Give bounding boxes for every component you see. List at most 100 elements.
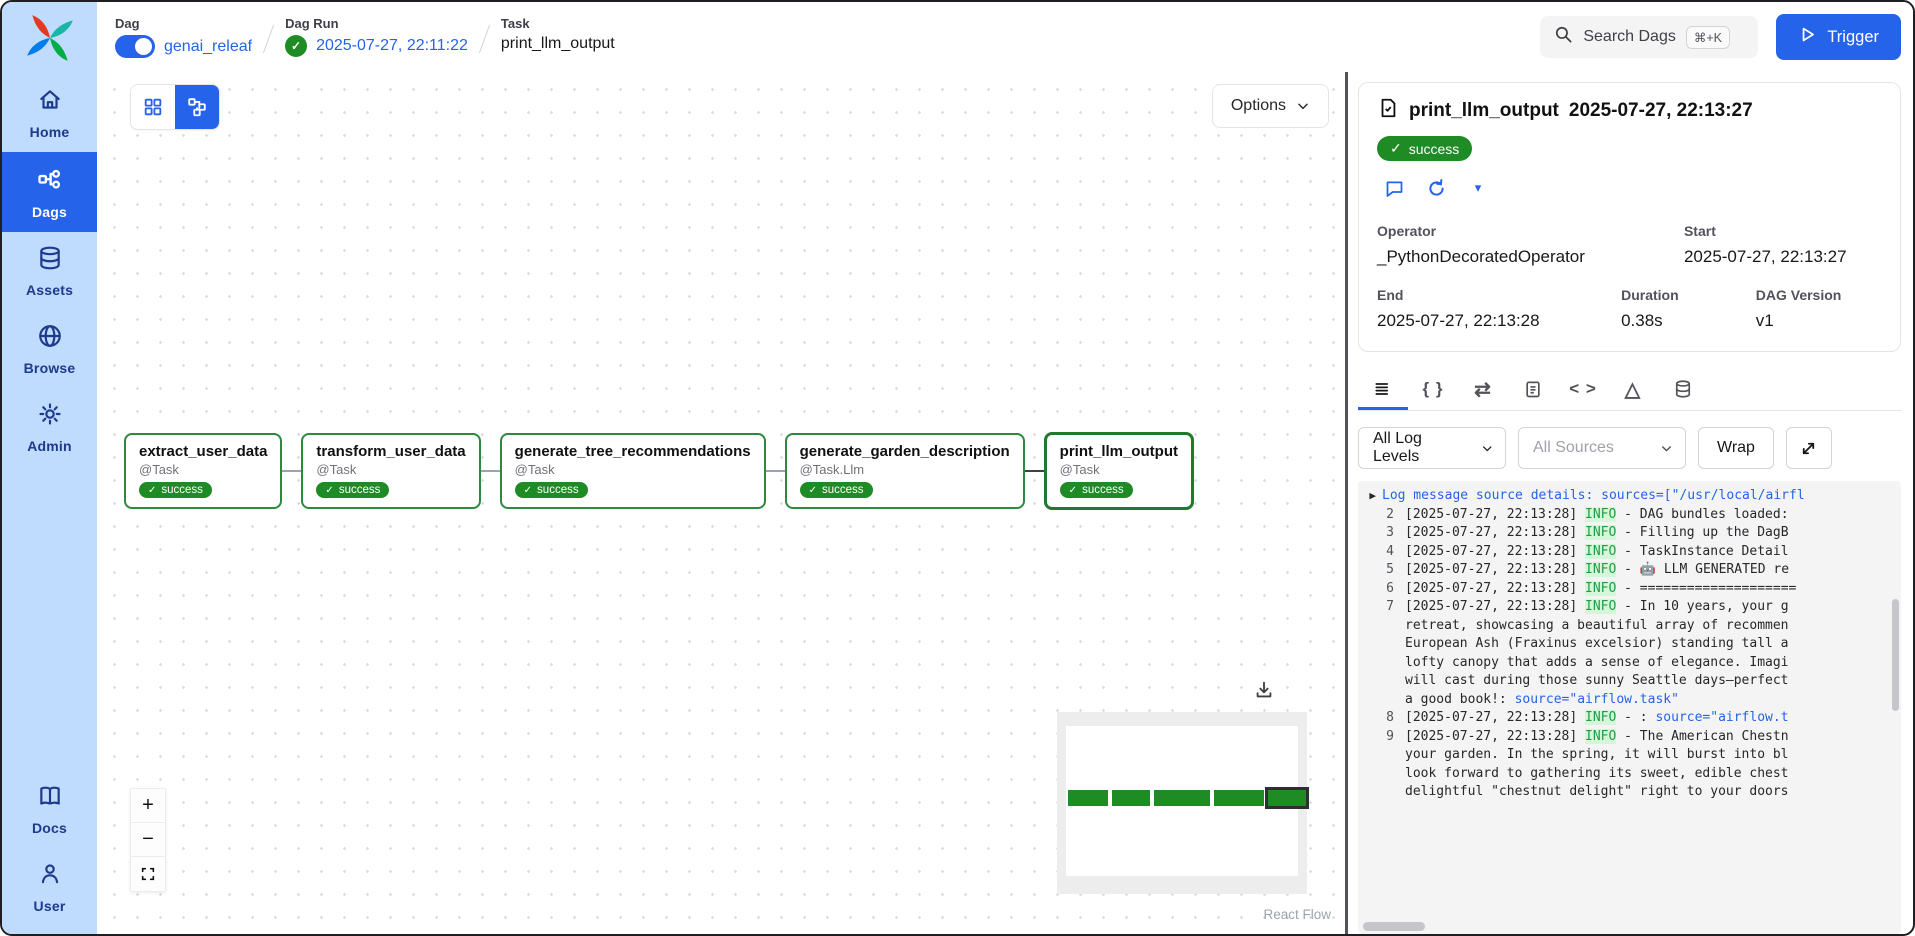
sidebar-item-admin[interactable]: Admin xyxy=(2,388,97,466)
log-line: look forward to gathering its sweet, edi… xyxy=(1364,765,1891,784)
log-sources-select[interactable]: All Sources xyxy=(1518,427,1686,469)
dag-graph-icon xyxy=(36,165,64,198)
task-node-generate_garden_description[interactable]: generate_garden_description@Task.Llm✓suc… xyxy=(784,433,1025,509)
main-column: Dag genai_releaf Dag Run ✓ 2025-07-27, 2… xyxy=(97,2,1913,934)
react-flow-attribution: React Flow xyxy=(1263,907,1331,922)
top-bar: Dag genai_releaf Dag Run ✓ 2025-07-27, 2… xyxy=(97,2,1913,72)
sidebar-item-label: Admin xyxy=(27,438,72,454)
search-dags-input[interactable]: Search Dags ⌘+K xyxy=(1540,16,1759,58)
sidebar: Home Dags Assets Browse Admin xyxy=(2,2,97,934)
breadcrumb-separator xyxy=(262,24,275,54)
log-line-number xyxy=(1364,617,1394,636)
tab-rendered-templates[interactable]: ⇄ xyxy=(1458,368,1508,410)
log-line: 6[2025-07-27, 22:13:28] INFO - =========… xyxy=(1364,580,1891,599)
graph-minimap[interactable] xyxy=(1057,712,1309,894)
zoom-out-button[interactable]: − xyxy=(131,823,165,857)
log-line-number: 5 xyxy=(1386,562,1394,577)
log-line-number: 9 xyxy=(1386,728,1394,744)
search-icon xyxy=(1554,25,1573,49)
log-line: 4[2025-07-27, 22:13:28] INFO - TaskInsta… xyxy=(1364,543,1891,562)
add-note-button[interactable] xyxy=(1377,173,1411,203)
log-line: European Ash (Fraxinus excelsior) standi… xyxy=(1364,635,1891,654)
zoom-in-button[interactable]: + xyxy=(131,789,165,823)
download-graph-button[interactable] xyxy=(1253,679,1275,704)
task-actions: ▾ xyxy=(1377,173,1882,203)
sidebar-item-dags[interactable]: Dags xyxy=(2,152,97,232)
fit-view-button[interactable] xyxy=(131,857,165,891)
start-field: Start 2025-07-27, 22:13:27 xyxy=(1683,223,1847,266)
grid-view-button[interactable] xyxy=(131,85,175,129)
graph-view-button[interactable] xyxy=(175,85,219,129)
log-line-number: 7 xyxy=(1386,599,1394,614)
minimap-node-bar xyxy=(1265,787,1309,809)
home-icon xyxy=(37,87,63,118)
dag-graph-canvas[interactable]: Options extract_user_data @Task ✓success tr… xyxy=(97,72,1345,934)
tab-xcom[interactable]: { } xyxy=(1408,368,1458,410)
check-icon: ✓ xyxy=(1390,140,1402,156)
dag-pause-toggle[interactable] xyxy=(115,35,155,58)
sidebar-item-home[interactable]: Home xyxy=(2,74,97,152)
sidebar-item-label: Browse xyxy=(23,360,76,376)
log-line-number: 8 xyxy=(1386,710,1394,725)
task-node-print_llm_output[interactable]: print_llm_output@Task✓success xyxy=(1043,432,1194,510)
log-line: 2[2025-07-27, 22:13:28] INFO - DAG bundl… xyxy=(1364,506,1891,525)
task-node-title: extract_user_data xyxy=(139,443,268,460)
trigger-button[interactable]: Trigger xyxy=(1776,14,1901,60)
log-line: 3[2025-07-27, 22:13:28] INFO - Filling u… xyxy=(1364,524,1891,543)
log-line: lofty canopy that adds a sense of elegan… xyxy=(1364,654,1891,673)
log-panel[interactable]: ▶Log message source details: sources=["/… xyxy=(1358,481,1901,934)
user-icon xyxy=(37,861,63,892)
download-icon xyxy=(1256,681,1272,698)
log-line-number: 3 xyxy=(1386,525,1394,540)
sidebar-item-browse[interactable]: Browse xyxy=(2,310,97,388)
expand-log-button[interactable] xyxy=(1785,427,1832,469)
log-line: 8[2025-07-27, 22:13:28] INFO - : source=… xyxy=(1364,709,1891,728)
expand-diagonal-icon xyxy=(1803,442,1815,454)
task-node-decorator: @Task xyxy=(139,462,179,477)
log-line-number xyxy=(1364,654,1394,673)
log-line-number xyxy=(1364,765,1394,784)
sidebar-item-assets[interactable]: Assets xyxy=(2,232,97,310)
log-line-number xyxy=(1364,691,1394,710)
minimap-node-bar xyxy=(1112,790,1150,806)
sidebar-item-docs[interactable]: Docs xyxy=(2,770,97,848)
tab-warnings[interactable]: △ xyxy=(1608,368,1658,410)
warning-triangle-icon: △ xyxy=(1624,378,1642,401)
more-actions-dropdown[interactable]: ▾ xyxy=(1461,173,1495,203)
task-node-decorator: @Task xyxy=(514,462,555,477)
task-node-transform_user_data[interactable]: transform_user_data@Task✓success xyxy=(301,433,481,509)
sidebar-item-label: Assets xyxy=(25,282,74,298)
log-line: 9[2025-07-27, 22:13:28] INFO - The Ameri… xyxy=(1364,728,1891,747)
task-node-title: print_llm_output xyxy=(1059,443,1178,460)
log-collapse-arrow[interactable]: ▶ xyxy=(1369,489,1376,502)
tab-logs[interactable] xyxy=(1358,368,1408,410)
wrap-toggle-button[interactable]: Wrap xyxy=(1698,427,1774,469)
log-line: 7[2025-07-27, 22:13:28] INFO - In 10 yea… xyxy=(1364,598,1891,617)
breadcrumb-dag-link[interactable]: genai_releaf xyxy=(164,37,253,55)
task-node-extract_user_data[interactable]: extract_user_data@Task✓success xyxy=(124,433,283,509)
braces-icon: { } xyxy=(1422,379,1444,398)
log-line: will cast during those sunny Seattle day… xyxy=(1364,672,1891,691)
tab-events[interactable] xyxy=(1508,368,1558,410)
breadcrumb-task-value: print_llm_output xyxy=(500,35,615,52)
sidebar-item-label: Home xyxy=(29,124,70,140)
log-line-number: 4 xyxy=(1386,543,1394,559)
log-line-number xyxy=(1364,635,1394,654)
log-horizontal-scrollbar[interactable] xyxy=(1363,922,1425,931)
options-dropdown[interactable]: Options xyxy=(1211,84,1329,128)
clear-task-button[interactable] xyxy=(1419,173,1453,203)
tab-code[interactable]: < > xyxy=(1558,368,1608,410)
log-vertical-scrollbar[interactable] xyxy=(1892,599,1899,711)
airflow-logo[interactable] xyxy=(2,2,97,74)
task-doc-check-icon xyxy=(1377,97,1399,124)
breadcrumb-run-link[interactable]: 2025-07-27, 22:11:22 xyxy=(316,37,468,54)
chevron-down-icon xyxy=(1482,445,1492,451)
sidebar-item-user[interactable]: User xyxy=(2,848,97,934)
panel-resize-handle[interactable] xyxy=(1345,72,1348,934)
tab-details[interactable] xyxy=(1658,368,1708,410)
log-levels-select[interactable]: All Log Levels xyxy=(1358,427,1506,469)
task-node-generate_tree_recommendations[interactable]: generate_tree_recommendations@Task✓succe… xyxy=(499,433,766,509)
task-node-status-badge: ✓success xyxy=(514,482,588,498)
task-node-decorator: @Task.Llm xyxy=(799,462,865,477)
log-line-number xyxy=(1364,672,1394,691)
